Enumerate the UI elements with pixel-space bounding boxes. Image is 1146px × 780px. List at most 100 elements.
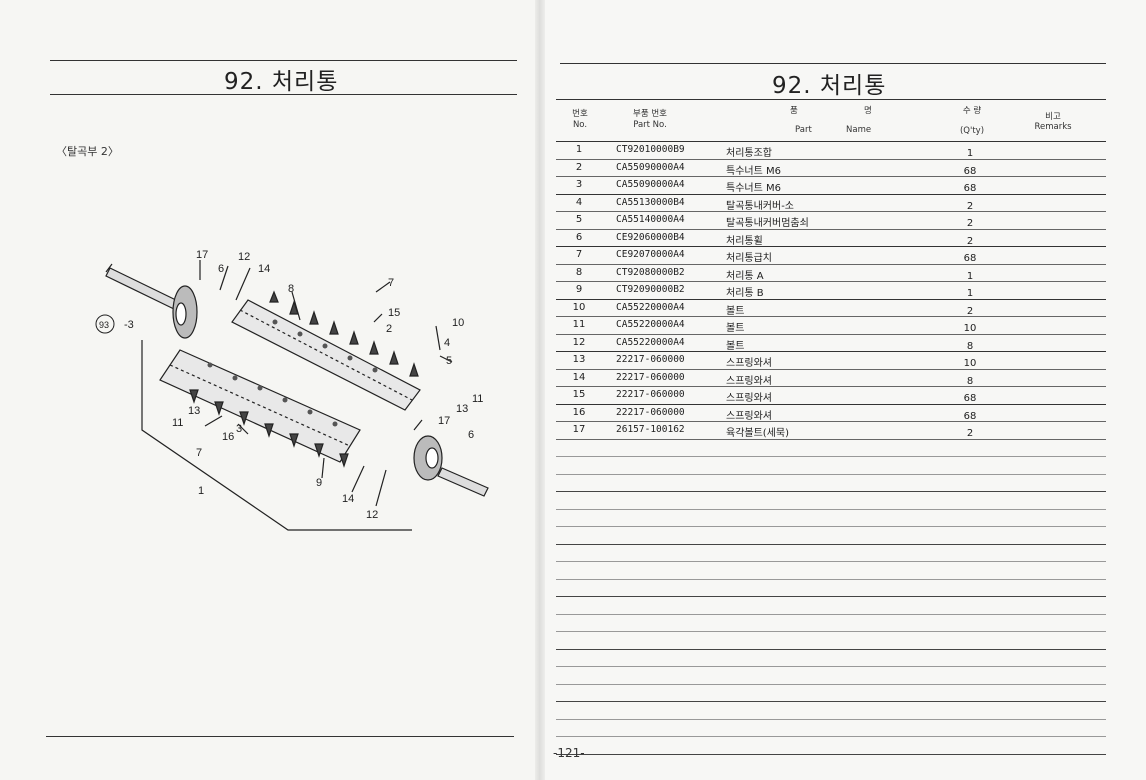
callout-3: 3 <box>236 423 242 435</box>
left-page-title: 92. 처리통 <box>224 69 339 95</box>
row-quantity: 10 <box>963 358 977 369</box>
row-number: 2 <box>575 161 583 173</box>
callout-3: -3 <box>124 319 134 331</box>
callout-14: 14 <box>342 493 354 505</box>
section-subtitle: 〈탈곡부 2〉 <box>56 145 119 158</box>
header-name-en-1: Part <box>795 125 812 135</box>
row-part-name: 볼트 <box>726 340 745 352</box>
right-shaft <box>437 467 489 497</box>
row-number: 7 <box>575 249 583 260</box>
right-page-title: 92. 처리통 <box>772 73 887 99</box>
row-part-name: 볼트 <box>726 323 745 334</box>
callout-9: 9 <box>316 477 322 489</box>
row-number: 9 <box>575 284 583 295</box>
header-name-ko-1: 품 <box>790 106 798 116</box>
row-number: 4 <box>575 196 583 208</box>
row-part-name: 볼트 <box>726 305 745 317</box>
callout-11: 11 <box>172 417 183 429</box>
row-quantity: 68 <box>963 165 977 177</box>
empty-table-row <box>556 562 1106 580</box>
callout-10: 10 <box>452 317 464 329</box>
table-row: 13 22217-060000 스프링와셔 10 <box>556 352 1106 370</box>
row-number: 11 <box>572 319 586 330</box>
row-quantity: 1 <box>966 148 974 159</box>
title-rule-top <box>50 60 517 61</box>
row-quantity: 10 <box>963 323 977 334</box>
callout-6: 6 <box>468 429 474 441</box>
callout-4: 4 <box>444 337 450 349</box>
row-quantity: 68 <box>963 393 977 404</box>
callout-7: 7 <box>388 277 394 289</box>
header-no-ko: 번호 <box>572 109 588 119</box>
drum-holes <box>207 319 378 427</box>
row-part-name: 스프링와셔 <box>726 358 772 369</box>
callout-7: 7 <box>196 447 202 459</box>
left-bottom-rule <box>46 736 514 737</box>
callout-16: 16 <box>222 431 234 443</box>
row-part-name: 스프링와셔 <box>726 393 772 404</box>
empty-table-row <box>556 457 1106 475</box>
empty-table-row <box>556 737 1106 755</box>
row-number: 14 <box>572 371 586 383</box>
right-title-rule-top <box>560 63 1106 64</box>
teeth-lower <box>189 389 349 468</box>
row-quantity: 2 <box>966 200 974 212</box>
callout-13: 13 <box>456 403 468 415</box>
row-quantity: 2 <box>966 305 974 317</box>
left-shaft <box>105 267 181 311</box>
row-number: 5 <box>575 214 583 225</box>
row-number: 3 <box>575 179 583 190</box>
row-number: 6 <box>575 231 583 243</box>
row-number: 1 <box>575 144 583 155</box>
row-number: 16 <box>572 406 586 418</box>
right-title-rule-bottom <box>556 99 1106 100</box>
row-part-number: CA55090000A4 <box>616 179 685 190</box>
row-part-number: CA55220000A4 <box>616 336 685 348</box>
row-number: 17 <box>572 424 586 435</box>
header-name-en-2: Name <box>846 125 872 135</box>
callout-8: 8 <box>288 283 294 295</box>
row-part-number: CA55220000A4 <box>616 301 685 313</box>
callout-15: 15 <box>388 307 400 319</box>
header-part-ko: 부품 번호 <box>633 109 667 119</box>
empty-table-row <box>556 720 1106 737</box>
row-quantity: 2 <box>966 428 974 439</box>
callout-13: 13 <box>188 405 200 417</box>
empty-table-row <box>556 615 1106 632</box>
row-part-number: CA55090000A4 <box>616 161 685 173</box>
empty-table-row <box>556 475 1106 492</box>
row-part-number: CA55130000B4 <box>616 196 685 208</box>
empty-table-row <box>556 492 1106 510</box>
row-part-number: 22217-060000 <box>616 354 685 365</box>
row-part-name: 처리통 A <box>726 270 764 282</box>
book-gutter <box>535 0 545 780</box>
row-quantity: 1 <box>966 270 974 282</box>
callout-5: 5 <box>446 355 452 367</box>
assembly-bracket <box>141 340 412 531</box>
reference-number: 93 <box>99 320 109 330</box>
empty-table-row <box>556 685 1106 702</box>
row-quantity: 8 <box>966 340 974 352</box>
callout-12: 12 <box>366 509 378 521</box>
row-quantity: 68 <box>963 253 977 264</box>
row-number: 12 <box>572 336 586 348</box>
empty-table-row <box>556 667 1106 685</box>
header-name-ko-2: 명 <box>864 106 872 116</box>
header-bottom-rule <box>556 141 1106 142</box>
callout-12: 12 <box>238 251 250 263</box>
page-number: -121- <box>553 746 585 760</box>
row-number: 13 <box>572 354 586 365</box>
header-remarks-en: Remarks <box>1034 122 1072 132</box>
row-part-name: 처리통급치 <box>726 253 772 264</box>
row-part-number: CT92080000B2 <box>616 266 685 278</box>
header-qty-ko: 수 량 <box>962 106 982 116</box>
right-page <box>540 0 1146 780</box>
empty-table-row <box>556 597 1106 615</box>
